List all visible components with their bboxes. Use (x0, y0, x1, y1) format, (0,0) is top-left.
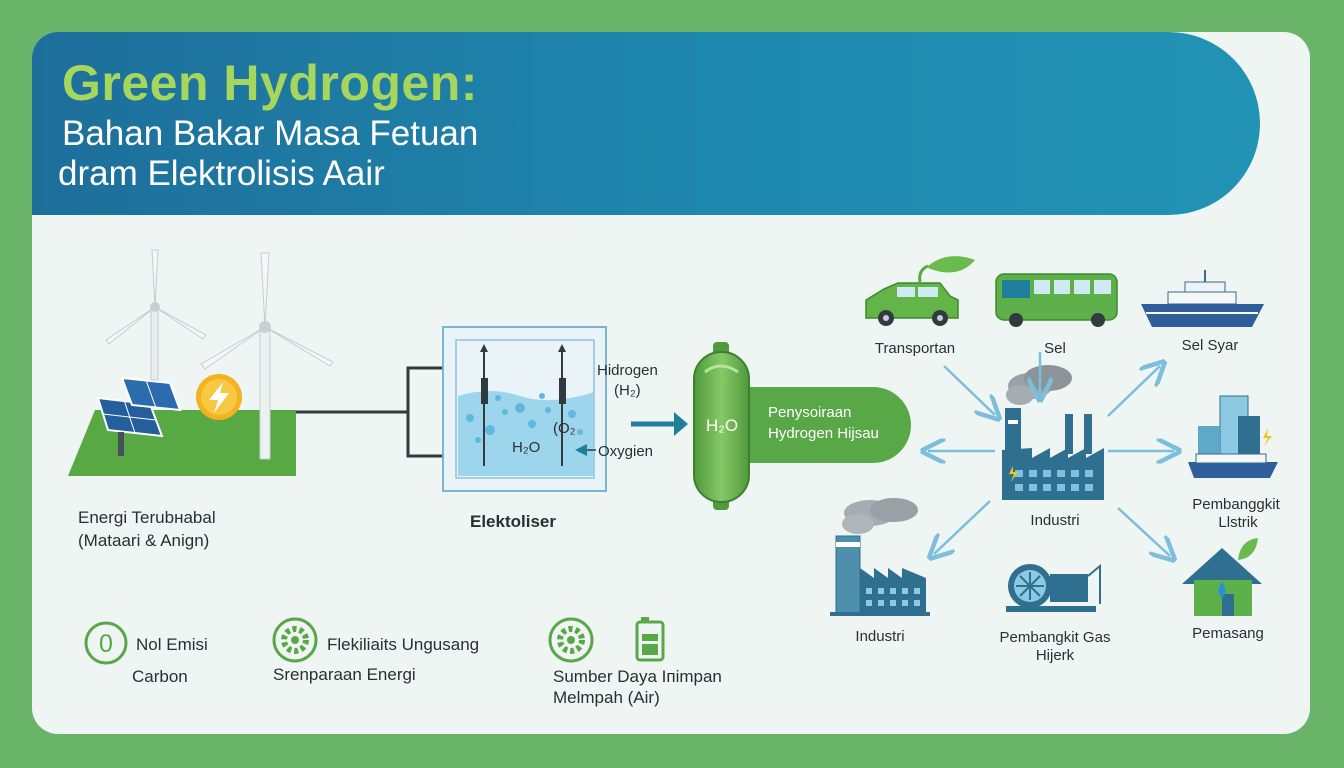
subtitle-line-2: dram Elektrolisis Aair (58, 154, 385, 193)
lightning-icon (196, 374, 242, 420)
hydrogen-label: Hidrogen (597, 362, 658, 379)
power-label-1: Pembanggkit (1192, 496, 1280, 513)
gear-icon (272, 617, 318, 663)
tank-formula: H₂O (706, 416, 739, 435)
wind-turbine-large-icon (200, 252, 334, 460)
battery-icon (635, 617, 665, 662)
city-power-icon (1188, 395, 1278, 478)
wind-turbine-small-icon (105, 249, 207, 381)
storage-pill (745, 387, 911, 463)
hydrogen-formula: (H₂) (614, 382, 641, 399)
ship-label: Sel Syar (1181, 337, 1239, 354)
car-label: Transportan (874, 340, 956, 357)
distribution-arrows (928, 352, 1174, 556)
turbine-label-2: Hijerk (1035, 647, 1075, 664)
storage-label-2: Hydrogen Hijsau (768, 425, 879, 442)
oxygen-formula: (O₂ (553, 420, 576, 437)
zero-symbol: 0 (99, 630, 113, 658)
solar-panel-icon (96, 376, 182, 456)
power-label-2: Llstrik (1218, 514, 1258, 531)
renewable-energy-scene (68, 249, 334, 476)
source-label-1: Energi Terubнabal (78, 508, 216, 527)
benefit-2-line-1: Flekiliaits Ungusang (327, 635, 480, 654)
bus-label: Sel (1044, 340, 1066, 357)
benefit-3-line-1: Sumber Daya Iпimpan (553, 667, 722, 686)
zero-icon: 0 (84, 621, 128, 665)
home-icon (1182, 538, 1262, 616)
power-wire (296, 366, 462, 414)
infographic-card: Green Hydrogen: Bahan Bakar Masa Fetuan … (32, 32, 1310, 734)
header-banner: Green Hydrogen: Bahan Bakar Masa Fetuan … (32, 32, 1260, 215)
gas-bubbles (466, 393, 583, 443)
subtitle-line-1: Bahan Bakar Masa Fetuan (62, 114, 479, 153)
main-title: Green Hydrogen: (62, 55, 478, 111)
factory-hub-icon (1002, 365, 1104, 500)
hub-label: Industri (1030, 512, 1080, 529)
ship-icon (1141, 270, 1264, 327)
benefit-1-line-2: Carbon (132, 667, 188, 686)
electrolyzer-label: Elektoliser (470, 512, 556, 531)
water-formula: H₂O (512, 439, 541, 456)
source-label-2: (Mataari & Anign) (78, 531, 210, 550)
oxygen-label: Oxygien (598, 443, 654, 460)
benefit-2-line-2: Srenparaan Energi (273, 665, 416, 684)
storage-label-1: Penysoiraan (768, 404, 852, 421)
electrolyzer-tank (442, 326, 607, 492)
hydrogen-tank-icon (693, 342, 750, 510)
industry-label: Industri (855, 628, 905, 645)
turbine-label-1: Pembangkit Gas (999, 629, 1111, 646)
car-icon (865, 256, 975, 326)
industry-icon (830, 498, 930, 616)
benefit-1-line-1: Nol Emisi (136, 635, 208, 654)
bus-icon (995, 273, 1118, 327)
benefit-3-line-2: Melmpah (Air) (553, 688, 660, 707)
turbine-icon (1006, 563, 1101, 612)
home-label: Pemasang (1192, 625, 1264, 642)
gear-icon-2 (548, 617, 594, 663)
